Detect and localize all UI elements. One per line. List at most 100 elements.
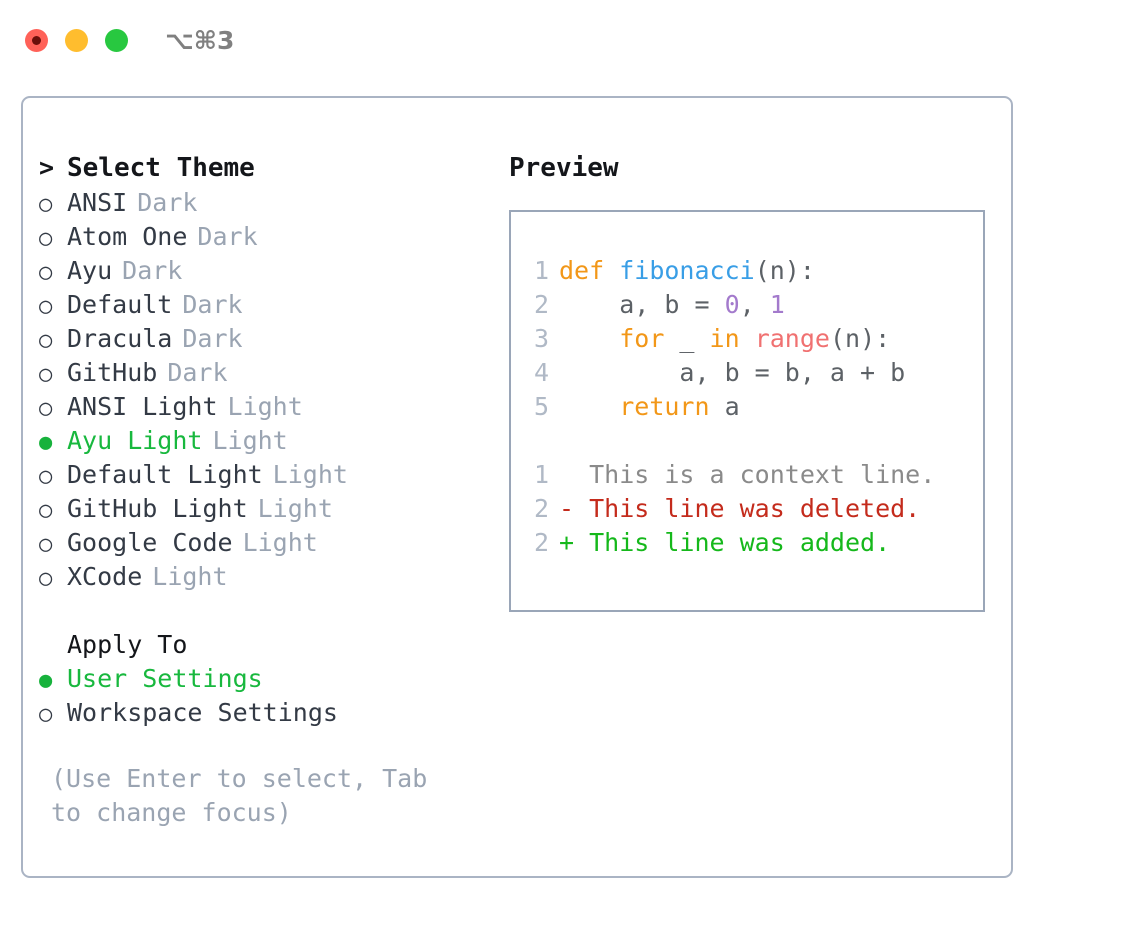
code-line: 2 a, b = 0, 1 [511, 288, 983, 322]
radio-unselected-icon: ○ [39, 702, 53, 727]
radio-unselected-icon: ○ [39, 226, 53, 251]
code-token-pln: a [709, 392, 740, 421]
code-token-kw: def [559, 256, 620, 285]
apply-to-label: Apply To [67, 630, 188, 659]
radio-unselected-icon: ○ [39, 328, 53, 353]
apply-to-option-workspace-settings[interactable]: ○ Workspace Settings [39, 696, 493, 730]
theme-option-kind: Dark [182, 290, 243, 319]
code-line-text: return a [559, 390, 740, 424]
apply-to-option-user-settings[interactable]: ● User Settings [39, 662, 493, 696]
code-token-pln: a, b = b, a + b [559, 358, 906, 387]
theme-option-dracula[interactable]: ○ Dracula Dark [39, 322, 493, 356]
theme-option-kind: Dark [122, 256, 183, 285]
diff-sample: 1 This is a context line. 2- This line wa… [511, 458, 983, 560]
theme-option-name: XCode [67, 562, 143, 591]
minimize-button[interactable] [65, 28, 88, 52]
code-line-text: a, b = b, a + b [559, 356, 905, 390]
select-theme-label: Select Theme [67, 153, 255, 183]
code-line-number: 3 [533, 324, 549, 353]
code-token-pln [740, 324, 755, 353]
theme-option-kind: Dark [182, 324, 243, 353]
code-line: 1 def fibonacci(n): [511, 254, 983, 288]
code-token-pln: (n): [754, 256, 815, 285]
radio-unselected-icon: ○ [39, 192, 53, 217]
radio-unselected-icon: ○ [39, 566, 53, 591]
diff-line-del: 2- This line was deleted. [511, 492, 983, 526]
code-token-kw: for [619, 324, 665, 353]
theme-option-kind: Dark [197, 222, 258, 251]
code-line-number: 4 [533, 358, 549, 387]
close-button[interactable] [25, 28, 48, 52]
diff-line-text: + This line was added. [559, 528, 891, 557]
radio-unselected-icon: ○ [39, 464, 53, 489]
window-titlebar: ⌥⌘3 [0, 0, 1140, 80]
radio-selected-icon: ● [39, 668, 53, 693]
code-token-pln [559, 324, 619, 353]
theme-option-xcode[interactable]: ○ XCode Light [39, 560, 493, 594]
code-line: 5 return a [511, 390, 983, 424]
apply-to-option-list[interactable]: ● User Settings ○ Workspace Settings [39, 662, 493, 730]
theme-option-ansi[interactable]: ○ ANSI Dark [39, 186, 493, 220]
code-token-call: range [754, 324, 830, 353]
code-line-number: 1 [533, 256, 549, 285]
code-token-fn: fibonacci [619, 256, 755, 285]
radio-unselected-icon: ○ [39, 260, 53, 285]
radio-unselected-icon: ○ [39, 532, 53, 557]
theme-option-github[interactable]: ○ GitHub Dark [39, 356, 493, 390]
radio-unselected-icon: ○ [39, 396, 53, 421]
theme-option-kind: Light [152, 562, 228, 591]
apply-to-option-name: User Settings [67, 664, 263, 693]
maximize-button[interactable] [105, 28, 128, 52]
diff-line-number: 1 [533, 460, 549, 489]
apply-to-option-name: Workspace Settings [67, 698, 338, 727]
code-line: 3 for _ in range(n): [511, 322, 983, 356]
diff-line-number: 2 [533, 494, 549, 523]
theme-option-name: Ayu Light [67, 426, 203, 455]
theme-option-name: Default [67, 290, 173, 319]
code-token-pln [559, 392, 619, 421]
theme-option-kind: Dark [137, 188, 198, 217]
code-token-kw: return [619, 392, 710, 421]
diff-line-add: 2 + This line was added. [511, 526, 983, 560]
code-line-text: for _ in range(n): [559, 322, 890, 356]
list-spacer [39, 594, 493, 628]
radio-unselected-icon: ○ [39, 362, 53, 387]
theme-option-name: Dracula [67, 324, 173, 353]
theme-option-ayu[interactable]: ○ Ayu Dark [39, 254, 493, 288]
diff-line-text: This is a context line. [559, 460, 936, 489]
code-token-pln: _ [664, 324, 710, 353]
code-token-kw: in [709, 324, 740, 353]
theme-option-name: Ayu [67, 256, 113, 285]
theme-option-default[interactable]: ○ Default Dark [39, 288, 493, 322]
code-diff-separator [511, 424, 983, 458]
radio-unselected-icon: ○ [39, 498, 53, 523]
code-line-text: a, b = 0, 1 [559, 288, 785, 322]
code-token-pln: a, b = [559, 290, 725, 319]
select-theme-header: > Select Theme [39, 150, 493, 186]
code-token-pln: (n): [829, 324, 891, 353]
theme-option-name: GitHub Light [67, 494, 248, 523]
code-token-pln: , [739, 290, 770, 319]
radio-unselected-icon: ○ [39, 294, 53, 319]
code-token-num: 0 [724, 290, 740, 319]
radio-selected-icon: ● [39, 430, 53, 455]
diff-line-number: 2 [533, 528, 549, 557]
theme-option-kind: Light [257, 494, 333, 523]
theme-option-github-light[interactable]: ○ GitHub Light Light [39, 492, 493, 526]
code-line-number: 5 [533, 392, 549, 421]
theme-option-kind: Dark [167, 358, 228, 387]
code-line: 4 a, b = b, a + b [511, 356, 983, 390]
theme-option-name: ANSI Light [67, 392, 218, 421]
theme-option-name: ANSI [67, 188, 128, 217]
theme-option-name: GitHub [67, 358, 158, 387]
